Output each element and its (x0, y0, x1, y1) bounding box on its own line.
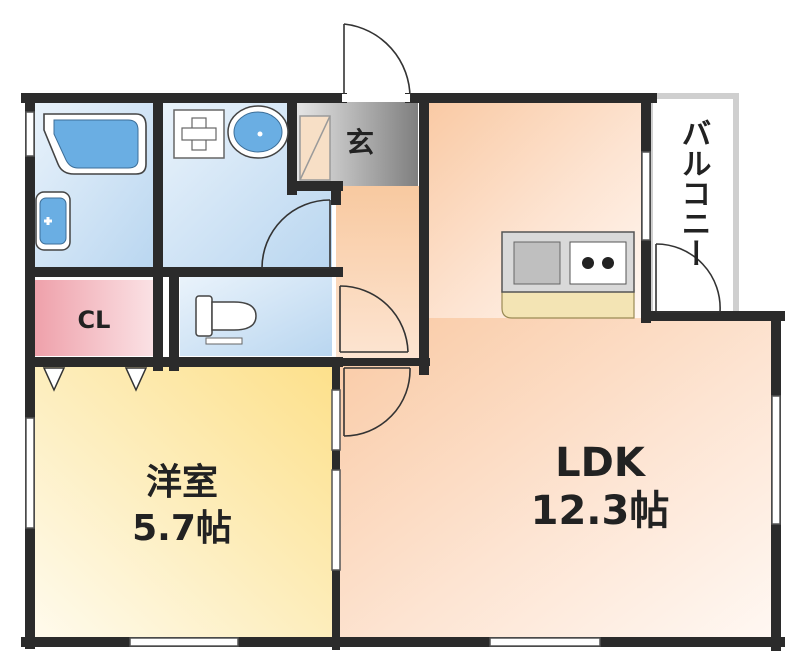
entrance-door-swing-icon (343, 23, 411, 99)
room-label-entrance: 玄 (346, 126, 374, 159)
western-room-floor (30, 362, 334, 640)
corridor-floor (336, 186, 426, 366)
room-label-western-name: 洋室 (146, 462, 218, 503)
shoe-cabinet-diagonal (299, 115, 331, 181)
toilet-door-swing-icon (339, 285, 409, 353)
room-label-western-size: 5.7帖 (132, 508, 232, 549)
entrance-door-opening (342, 94, 410, 102)
washroom-door-swing-icon (261, 199, 331, 269)
room-label-closet: CL (78, 306, 111, 334)
western-door-swing-icon (343, 367, 411, 437)
windows (25, 111, 781, 647)
kitchen-sink-icon (513, 241, 561, 285)
bathtub-icon (43, 113, 147, 175)
bath-basin-icon (35, 191, 71, 251)
toilet-icon (195, 295, 257, 345)
closet-door-icon (42, 367, 148, 392)
room-label-ldk-name: LDK (555, 440, 647, 486)
walls (21, 93, 785, 651)
closet-floor (30, 280, 156, 356)
balcony-door-swing-icon (655, 243, 721, 313)
sink-icon (227, 105, 289, 159)
stove-icon (569, 241, 627, 285)
washing-machine-icon (173, 109, 225, 159)
room-label-ldk-size: 12.3帖 (531, 488, 670, 534)
room-label-balcony: バルコニー (676, 118, 711, 268)
